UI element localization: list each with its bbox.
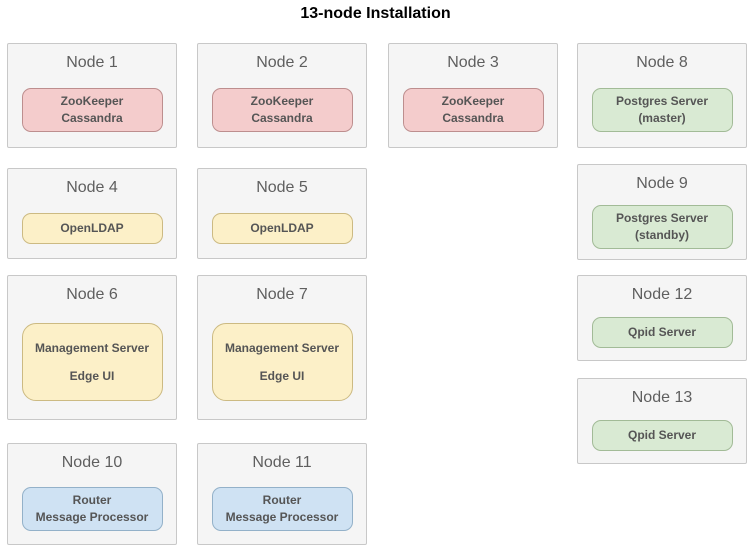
service-line: Message Processor	[225, 509, 339, 524]
service-box-qpid-server: Qpid Server	[591, 420, 733, 451]
node-11: Node 11 Router Message Processor	[197, 443, 367, 545]
service-line: Management Server	[224, 340, 340, 355]
service-box-management-server-edge-ui: Management Server Edge UI	[21, 323, 163, 401]
service-line: Cassandra	[61, 111, 123, 125]
service-box-postgres-standby: Postgres Server (standby)	[591, 204, 733, 249]
service-box-zookeeper-cassandra: ZooKeeper Cassandra	[402, 88, 544, 132]
service-line: Management Server	[34, 340, 150, 355]
node-12-service-area: Qpid Server	[578, 305, 746, 360]
node-8-title: Node 8	[636, 54, 688, 71]
service-box-openldap: OpenLDAP	[211, 212, 353, 244]
node-5-service-area: OpenLDAP	[198, 198, 366, 258]
node-4: Node 4 OpenLDAP	[7, 168, 177, 259]
service-line: Cassandra	[442, 111, 504, 125]
node-7-service-area: Management Server Edge UI	[198, 305, 366, 419]
service-box-zookeeper-cassandra: ZooKeeper Cassandra	[21, 88, 163, 132]
node-12: Node 12 Qpid Server	[577, 275, 747, 361]
service-box-postgres-master: Postgres Server (master)	[591, 88, 733, 132]
service-line: ZooKeeper	[250, 94, 314, 108]
node-7-title: Node 7	[256, 286, 308, 303]
node-9-service-area: Postgres Server (standby)	[578, 194, 746, 259]
node-13-title: Node 13	[631, 389, 693, 406]
service-line: Message Processor	[35, 509, 149, 524]
node-3-title: Node 3	[447, 54, 499, 71]
service-line: Postgres Server	[615, 210, 709, 225]
node-13: Node 13 Qpid Server	[577, 378, 747, 464]
node-6-service-area: Management Server Edge UI	[8, 305, 176, 419]
service-line: (standby)	[635, 227, 689, 242]
node-1-title: Node 1	[66, 54, 118, 71]
node-9-title: Node 9	[636, 175, 688, 192]
service-line: Router	[72, 492, 112, 507]
page-title: 13-node Installation	[300, 5, 451, 22]
node-10-title: Node 10	[61, 454, 123, 471]
service-line: Router	[262, 492, 302, 507]
service-line: Edge UI	[69, 368, 115, 383]
service-line: OpenLDAP	[250, 220, 314, 235]
node-2-title: Node 2	[256, 54, 308, 71]
node-3-service-area: ZooKeeper Cassandra	[389, 73, 557, 147]
service-box-router-message-processor: Router Message Processor	[21, 486, 163, 531]
node-11-title: Node 11	[252, 454, 312, 471]
node-4-service-area: OpenLDAP	[8, 198, 176, 258]
service-line: Qpid Server	[627, 428, 697, 442]
service-line: (master)	[638, 111, 686, 125]
node-8-service-area: Postgres Server (master)	[578, 73, 746, 147]
node-13-service-area: Qpid Server	[578, 408, 746, 463]
node-10: Node 10 Router Message Processor	[7, 443, 177, 545]
service-box-router-message-processor: Router Message Processor	[211, 486, 353, 531]
service-box-openldap: OpenLDAP	[21, 212, 163, 244]
service-line: ZooKeeper	[60, 94, 124, 108]
node-6-title: Node 6	[66, 286, 118, 303]
node-5: Node 5 OpenLDAP	[197, 168, 367, 259]
node-10-service-area: Router Message Processor	[8, 473, 176, 544]
node-7: Node 7 Management Server Edge UI	[197, 275, 367, 420]
node-3: Node 3 ZooKeeper Cassandra	[388, 43, 558, 148]
node-2-service-area: ZooKeeper Cassandra	[198, 73, 366, 147]
node-1: Node 1 ZooKeeper Cassandra	[7, 43, 177, 148]
service-box-zookeeper-cassandra: ZooKeeper Cassandra	[211, 88, 353, 132]
service-box-qpid-server: Qpid Server	[591, 317, 733, 348]
node-1-service-area: ZooKeeper Cassandra	[8, 73, 176, 147]
node-2: Node 2 ZooKeeper Cassandra	[197, 43, 367, 148]
service-line: Postgres Server	[615, 94, 709, 108]
service-box-management-server-edge-ui: Management Server Edge UI	[211, 323, 353, 401]
node-5-title: Node 5	[256, 179, 308, 196]
service-line: ZooKeeper	[441, 94, 505, 108]
node-4-title: Node 4	[66, 179, 118, 196]
service-line: Qpid Server	[627, 325, 697, 339]
service-line: Cassandra	[251, 111, 313, 125]
node-6: Node 6 Management Server Edge UI	[7, 275, 177, 420]
node-11-service-area: Router Message Processor	[198, 473, 366, 544]
node-8: Node 8 Postgres Server (master)	[577, 43, 747, 148]
node-12-title: Node 12	[631, 286, 693, 303]
service-line: Edge UI	[259, 368, 305, 383]
node-9: Node 9 Postgres Server (standby)	[577, 164, 747, 260]
service-line: OpenLDAP	[60, 220, 124, 235]
